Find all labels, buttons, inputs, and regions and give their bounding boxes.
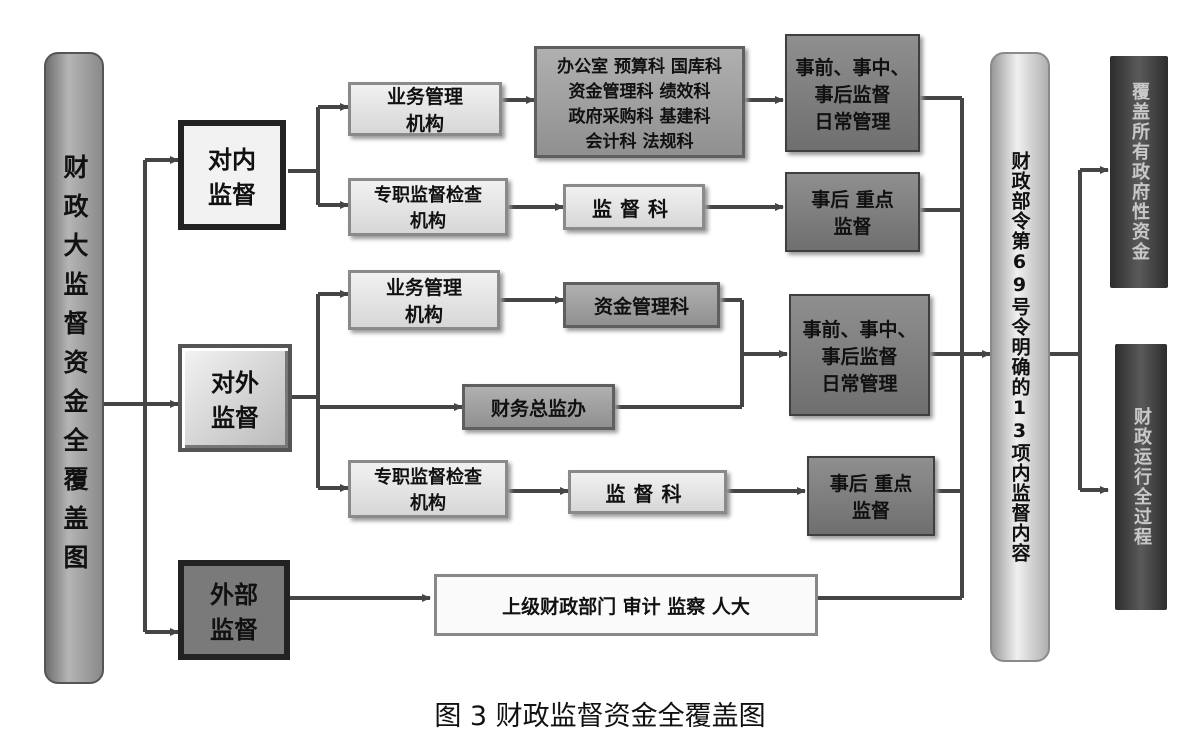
outer-business-org: 业务管理 机构 [348, 270, 500, 330]
outer-supervision-label: 对外 监督 [211, 369, 259, 432]
outer-finance-office-label: 财务总监办 [490, 397, 586, 420]
outer-special-org: 专职监督检查 机构 [348, 460, 508, 518]
inner-business-org-label: 业务管理 机构 [386, 86, 463, 135]
outer-supervision-dept-label: 监督科 [605, 481, 690, 506]
outcome-whole-process-label: 财政运行全过程 [1131, 407, 1152, 547]
outcome-cover-all: 覆盖所有政府性资金 [1110, 56, 1168, 288]
external-supervision: 外部 监督 [178, 560, 290, 660]
inner-business-org: 业务管理 机构 [348, 82, 502, 136]
inner-daily-mgmt: 事前、事中、 事后监督 日常管理 [785, 34, 920, 152]
outer-post-focus-label: 事后 重点 监督 [829, 473, 913, 522]
figure-caption: 图 3 财政监督资金全覆盖图 [434, 701, 766, 732]
outer-fund-dept: 资金管理科 [563, 282, 720, 328]
decree-bar: 财政部令第69号令明确的13项内监督内容 [990, 52, 1050, 662]
inner-sections-label: 办公室 预算科 国库科 资金管理科 绩效科 政府采购科 基建科 会计科 法规科 [557, 57, 722, 152]
outer-finance-office: 财务总监办 [462, 384, 615, 430]
decree-label: 财政部令第69号令明确的13项内监督内容 [1008, 151, 1031, 563]
root-bar: 财政大监督资金全覆盖图 [44, 52, 104, 684]
inner-supervision-label: 对内 监督 [208, 146, 256, 209]
root-title: 财政大监督资金全覆盖图 [60, 153, 89, 583]
inner-supervision: 对内 监督 [178, 120, 286, 230]
external-supervision-label: 外部 监督 [210, 581, 258, 644]
inner-post-focus: 事后 重点 监督 [785, 172, 920, 252]
outer-fund-dept-label: 资金管理科 [593, 295, 689, 318]
inner-special-org-label: 专职监督检查 机构 [374, 185, 482, 232]
inner-post-focus-label: 事后 重点 监督 [811, 189, 894, 238]
inner-daily-mgmt-label: 事前、事中、 事后监督 日常管理 [795, 56, 910, 133]
inner-sections: 办公室 预算科 国库科 资金管理科 绩效科 政府采购科 基建科 会计科 法规科 [534, 46, 745, 158]
inner-supervision-dept: 监督科 [563, 184, 705, 230]
outer-supervision-dept: 监督科 [568, 470, 727, 514]
outer-daily-mgmt: 事前、事中、 事后监督 日常管理 [789, 294, 930, 416]
external-bodies: 上级财政部门 审计 监察 人大 [434, 574, 818, 636]
outer-post-focus: 事后 重点 监督 [807, 456, 935, 536]
outcome-cover-all-label: 覆盖所有政府性资金 [1129, 82, 1150, 262]
external-bodies-label: 上级财政部门 审计 监察 人大 [502, 595, 750, 618]
inner-special-org: 专职监督检查 机构 [348, 178, 508, 236]
outcome-whole-process: 财政运行全过程 [1115, 344, 1167, 610]
inner-supervision-dept-label: 监督科 [592, 196, 676, 221]
outer-daily-mgmt-label: 事前、事中、 事后监督 日常管理 [802, 318, 917, 395]
outer-business-org-label: 业务管理 机构 [385, 277, 462, 326]
outer-supervision: 对外 监督 [178, 344, 292, 452]
outer-special-org-label: 专职监督检查 机构 [374, 467, 482, 514]
